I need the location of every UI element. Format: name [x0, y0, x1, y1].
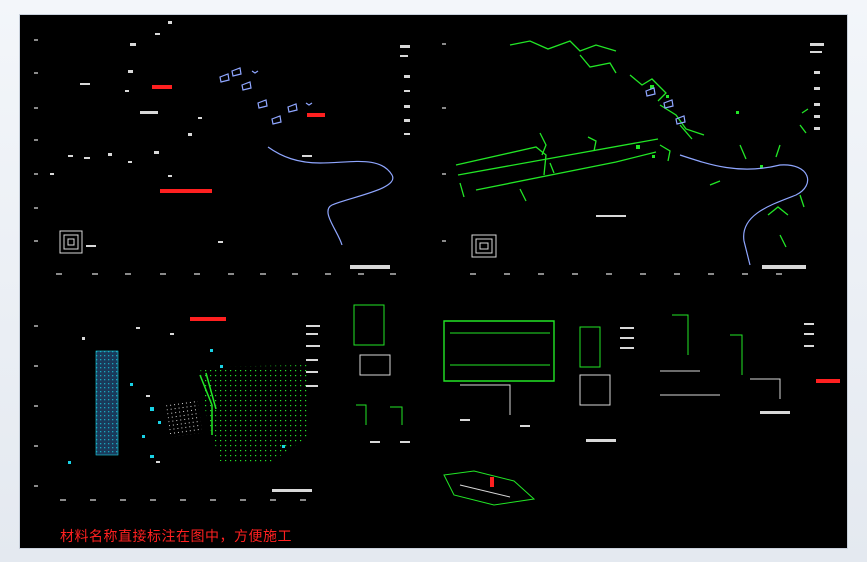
drawing-sheet: [34, 21, 840, 506]
panel-top-left-plan: [34, 21, 410, 275]
cad-drawing-canvas[interactable]: 材料名称直接标注在图中，方便施工: [20, 15, 847, 548]
panel-top-right-plan: [442, 40, 824, 275]
drawing-note: 材料名称直接标注在图中，方便施工: [60, 529, 292, 545]
panel-bottom-left-plan: [34, 317, 320, 501]
panel-details: [353, 304, 840, 506]
